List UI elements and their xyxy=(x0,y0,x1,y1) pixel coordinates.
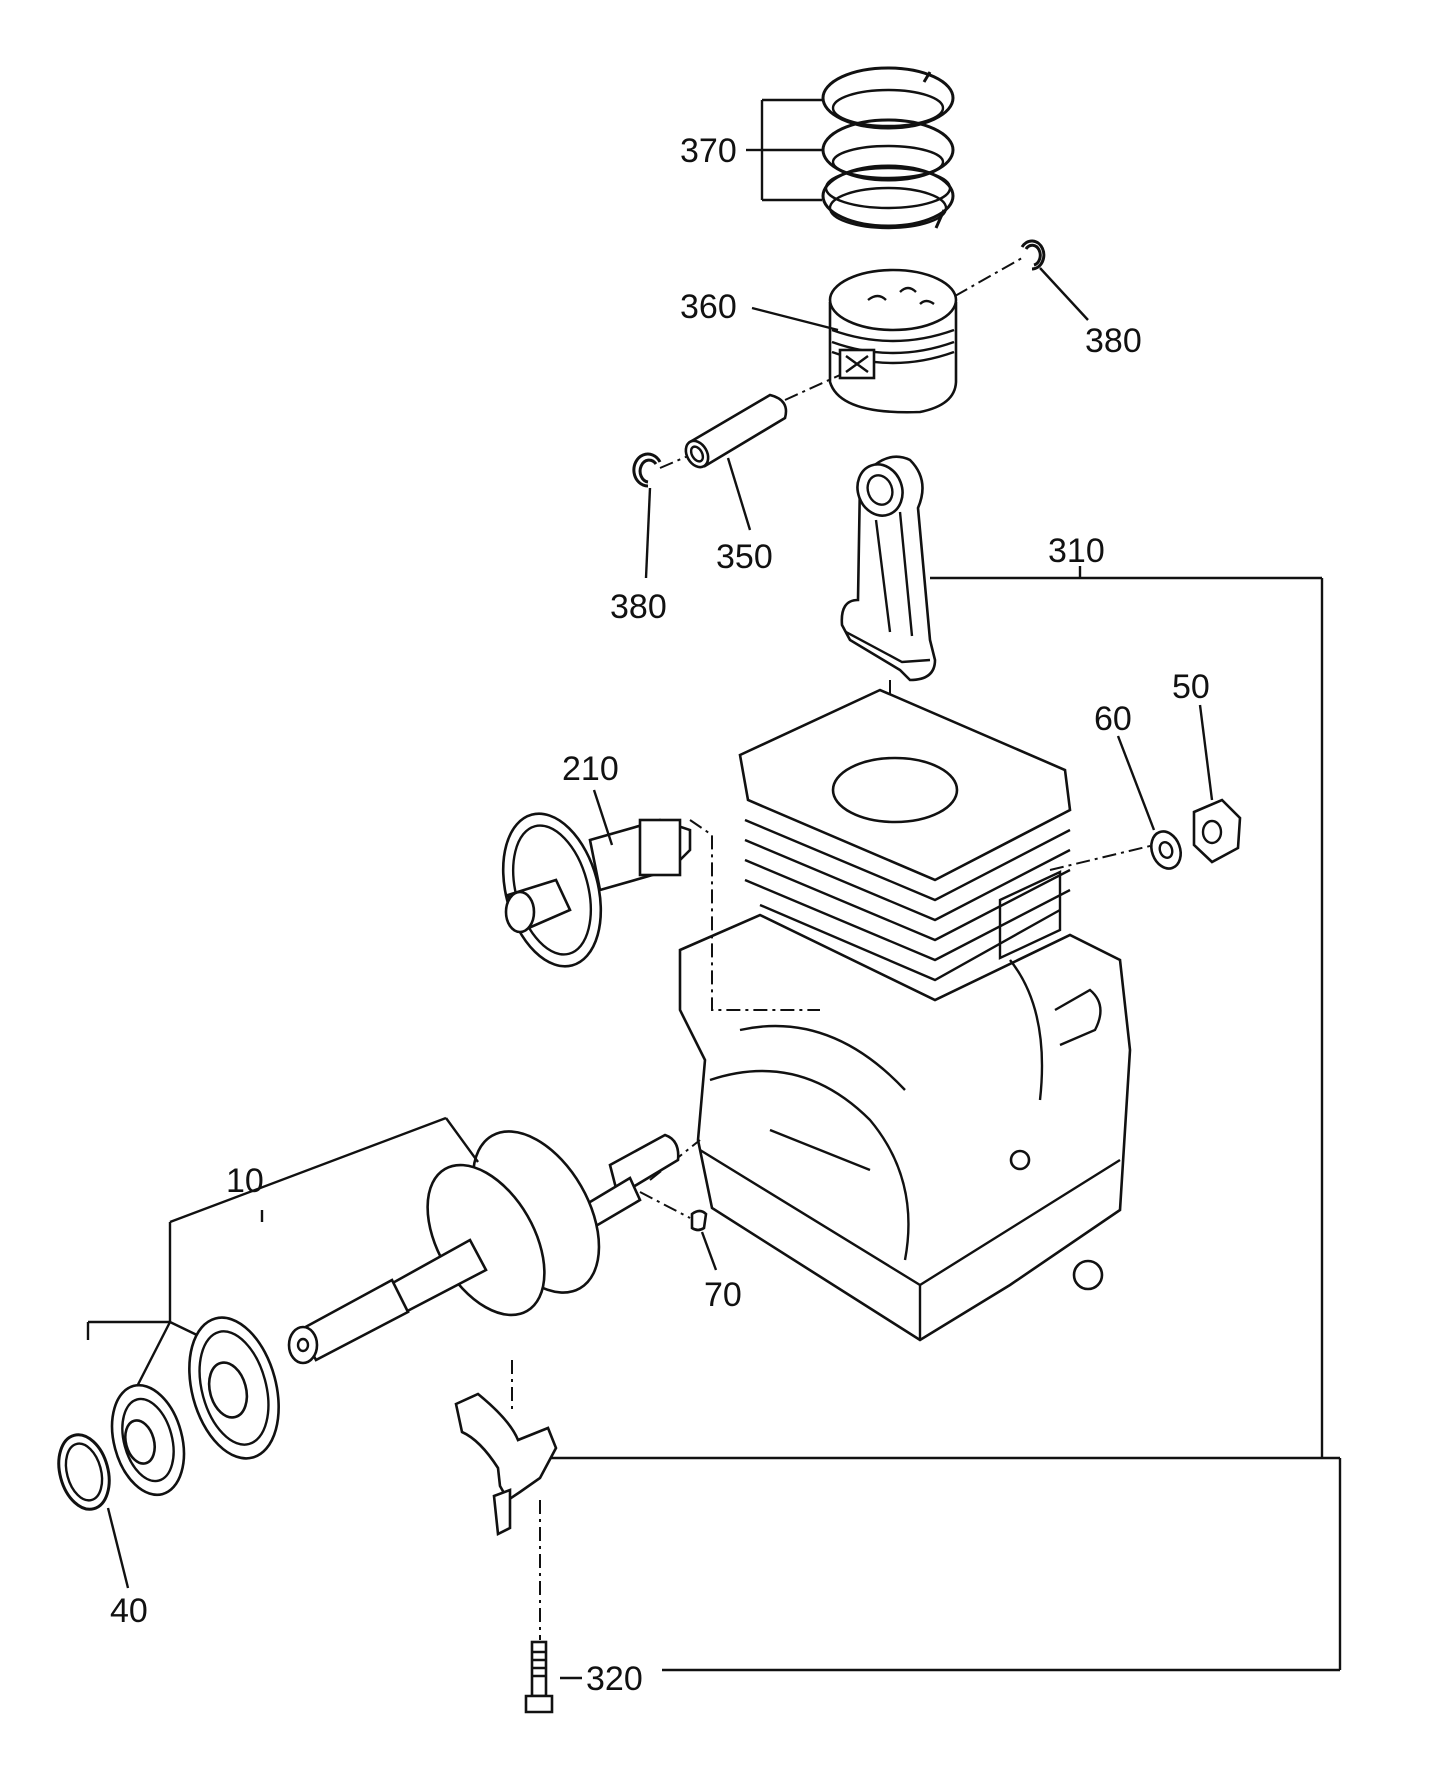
nut[interactable] xyxy=(1192,798,1242,864)
leader-350 xyxy=(726,457,752,531)
label-40: 40 xyxy=(110,1592,148,1630)
label-50: 50 xyxy=(1172,668,1210,706)
crank-gear-small[interactable] xyxy=(101,1377,196,1503)
piston-pin-axis-right xyxy=(954,257,1023,297)
piston-rings[interactable] xyxy=(821,66,955,230)
circlip-right[interactable] xyxy=(1020,239,1046,271)
label-380-left: 380 xyxy=(610,588,667,626)
label-60: 60 xyxy=(1094,700,1132,738)
stud-axis xyxy=(1049,839,1176,871)
label-210: 210 xyxy=(562,750,619,788)
pin-axis-left xyxy=(659,455,689,469)
leader-370 xyxy=(746,98,822,202)
label-10: 10 xyxy=(226,1162,264,1200)
camshaft-assembly[interactable] xyxy=(487,803,692,977)
label-360: 360 xyxy=(680,288,737,326)
woodruff-key[interactable] xyxy=(690,1209,708,1232)
gear-alignment-line xyxy=(689,819,820,1011)
snap-ring[interactable] xyxy=(51,1429,117,1515)
leader-380-right xyxy=(1039,267,1089,321)
label-320: 320 xyxy=(586,1660,643,1698)
pin-axis xyxy=(784,374,841,401)
leader-60 xyxy=(1116,735,1156,831)
leader-70 xyxy=(700,1231,718,1271)
crankshaft[interactable] xyxy=(287,1110,680,1365)
cylinder-block[interactable] xyxy=(678,688,1132,1342)
bracket-10 xyxy=(86,1116,479,1409)
crank-gear-large[interactable] xyxy=(175,1308,293,1469)
label-350: 350 xyxy=(716,538,773,576)
leader-210 xyxy=(592,789,614,846)
leader-380-left xyxy=(644,487,652,579)
label-310: 310 xyxy=(1048,532,1105,570)
leader-40 xyxy=(106,1507,130,1589)
piston-pin[interactable] xyxy=(681,393,788,471)
key-axis xyxy=(639,1191,691,1219)
label-370: 370 xyxy=(680,132,737,170)
rod-cap[interactable] xyxy=(454,1392,558,1537)
connecting-rod[interactable] xyxy=(840,455,937,682)
washer[interactable] xyxy=(1146,827,1185,872)
leader-50 xyxy=(1198,704,1214,801)
bracket-310 xyxy=(550,566,1342,1670)
label-380-right: 380 xyxy=(1085,322,1142,360)
leader-360 xyxy=(751,306,839,332)
rod-bolt[interactable] xyxy=(524,1640,554,1714)
piston[interactable] xyxy=(828,268,958,414)
circlip-left[interactable] xyxy=(632,452,662,488)
label-70: 70 xyxy=(704,1276,742,1314)
